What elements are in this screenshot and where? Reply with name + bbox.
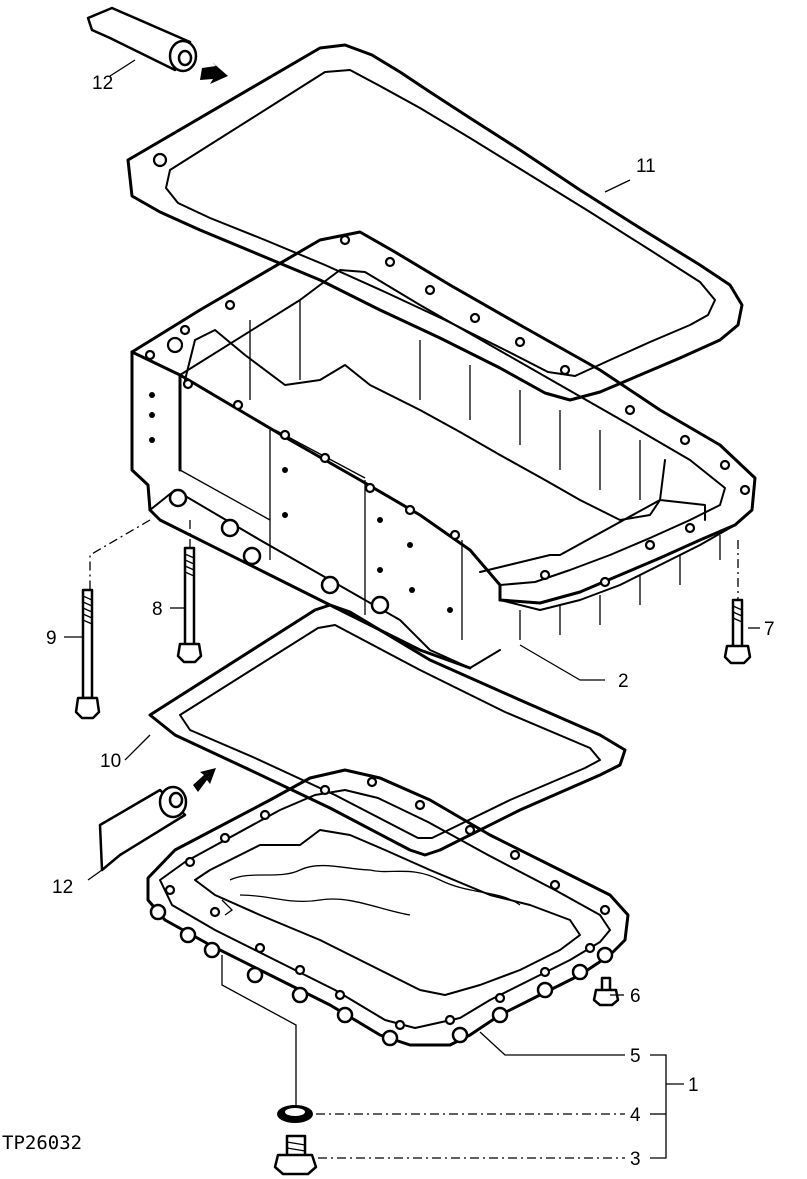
callout-6: 6 <box>630 986 641 1007</box>
bolt-6 <box>592 976 620 1007</box>
drain-plug <box>273 1134 318 1176</box>
washer <box>277 1105 313 1123</box>
callout-12-top: 12 <box>92 73 113 94</box>
arrow-bottom <box>193 768 216 792</box>
callout-5: 5 <box>630 1046 641 1067</box>
oil-pan-housing <box>130 230 757 670</box>
arrow-top <box>200 62 228 84</box>
callout-8: 8 <box>152 599 163 620</box>
lower-gasket <box>148 603 627 857</box>
callout-10: 10 <box>100 751 121 772</box>
callout-1: 1 <box>688 1075 699 1096</box>
sealant-tube-bottom <box>98 785 188 872</box>
callout-11: 11 <box>636 156 656 177</box>
bolt-9 <box>74 588 101 720</box>
figure-code: TP26032 <box>2 1132 82 1154</box>
callout-12-bottom: 12 <box>52 877 73 898</box>
sealant-tube-top <box>86 6 198 73</box>
callout-3: 3 <box>630 1149 641 1170</box>
bolt-8 <box>176 546 203 664</box>
callout-2: 2 <box>618 671 629 692</box>
bolt-7 <box>723 598 752 665</box>
callout-4: 4 <box>630 1105 641 1126</box>
callout-7: 7 <box>764 619 775 640</box>
lower-pan <box>146 768 630 1047</box>
callout-9: 9 <box>46 628 57 649</box>
upper-gasket <box>126 43 744 402</box>
